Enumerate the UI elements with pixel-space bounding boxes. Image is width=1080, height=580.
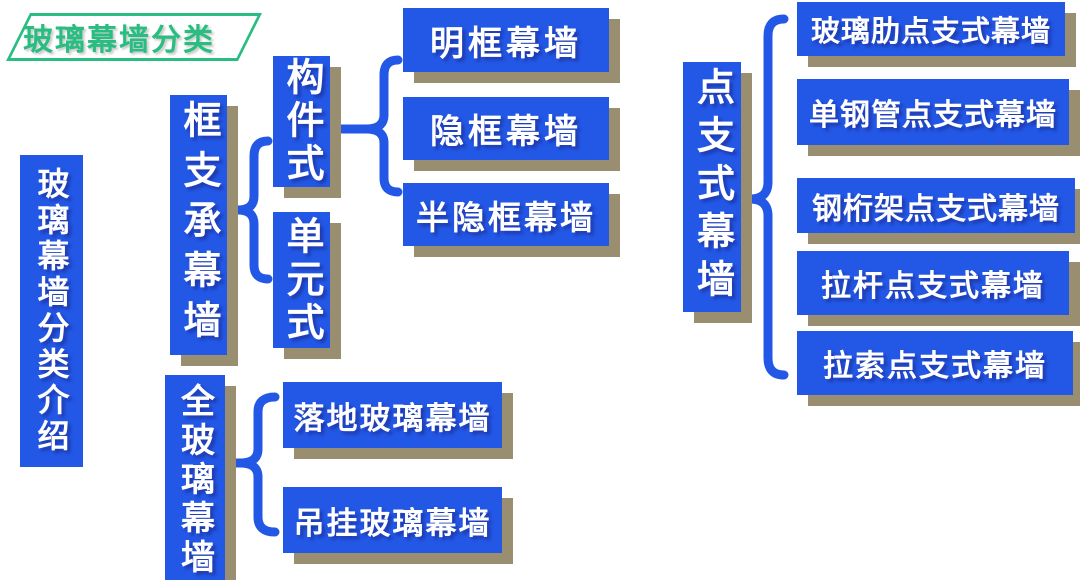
node-label: 拉杆点支式幕墙 bbox=[821, 270, 1045, 303]
node-cable: 拉索点支式幕墙 bbox=[797, 331, 1073, 395]
node-label: 隐框幕墙 bbox=[430, 113, 582, 151]
brace-component bbox=[326, 55, 403, 197]
brace-frame-supported bbox=[217, 136, 273, 284]
node-tie-rod: 拉杆点支式幕墙 bbox=[797, 251, 1069, 315]
node-label: 单钢管点支式幕墙 bbox=[809, 99, 1057, 132]
node-point-supported: 点支式幕墙 bbox=[683, 62, 741, 312]
node-label: 拉索点支式幕墙 bbox=[823, 350, 1047, 383]
node-floor-glass: 落地玻璃幕墙 bbox=[283, 382, 502, 448]
node-root-title: 玻璃幕墙分类介绍 bbox=[20, 155, 83, 467]
node-hidden-frame: 隐框幕墙 bbox=[403, 97, 609, 160]
node-suspended-glass: 吊挂玻璃幕墙 bbox=[283, 487, 502, 553]
node-frame-supported: 框支承幕墙 bbox=[170, 95, 227, 355]
node-label: 构件式 bbox=[280, 57, 322, 186]
node-label: 吊挂玻璃幕墙 bbox=[293, 505, 492, 541]
brace-all-glass bbox=[217, 392, 280, 537]
node-label: 明框幕墙 bbox=[430, 24, 582, 63]
node-label: 单元式 bbox=[280, 215, 322, 345]
title-badge: 玻璃幕墙分类 bbox=[6, 13, 262, 61]
node-root-title-label: 玻璃幕墙分类介绍 bbox=[33, 167, 70, 455]
node-steel-truss: 钢桁架点支式幕墙 bbox=[797, 178, 1075, 233]
node-unit-type: 单元式 bbox=[273, 212, 330, 348]
brace-point-supported bbox=[736, 14, 789, 380]
node-label: 框支承幕墙 bbox=[177, 100, 219, 350]
node-label: 玻璃肋点支式幕墙 bbox=[810, 16, 1051, 48]
node-label: 全玻璃幕墙 bbox=[175, 382, 214, 578]
node-glass-rib: 玻璃肋点支式幕墙 bbox=[797, 2, 1065, 56]
node-label: 钢桁架点支式幕墙 bbox=[812, 192, 1060, 226]
node-semi-hidden-frame: 半隐框幕墙 bbox=[403, 183, 609, 246]
node-label: 点支式幕墙 bbox=[690, 67, 733, 307]
node-label: 半隐框幕墙 bbox=[416, 198, 596, 236]
node-single-steel-tube: 单钢管点支式幕墙 bbox=[797, 79, 1069, 145]
title-badge-label: 玻璃幕墙分类 bbox=[23, 24, 216, 57]
node-component-type: 构件式 bbox=[273, 56, 330, 187]
node-all-glass: 全玻璃幕墙 bbox=[165, 375, 225, 580]
node-exposed-frame: 明框幕墙 bbox=[403, 8, 609, 72]
node-label: 落地玻璃幕墙 bbox=[293, 400, 492, 436]
